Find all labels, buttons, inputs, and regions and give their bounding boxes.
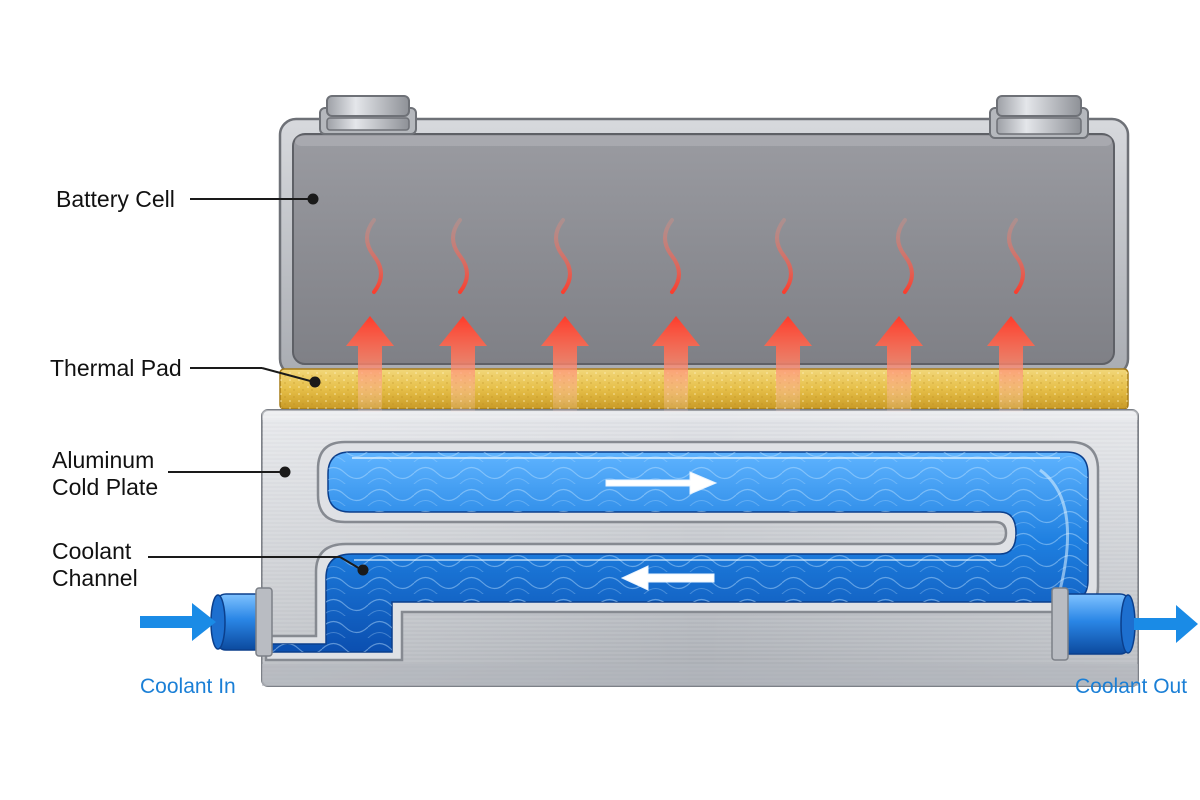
terminal-left [319,95,417,135]
label-cold-plate-line1: Aluminum [52,447,155,473]
flow-arrow-right [605,471,718,495]
thermal-pad [279,368,1129,410]
coolant-in-arrow [140,603,216,641]
label-battery-cell: Battery Cell [56,186,175,212]
outlet-pipe [1051,587,1136,661]
heat-arrow [764,218,812,412]
coolant-channel [264,440,1100,662]
label-cold-plate-line2: Cold Plate [52,474,159,500]
label-cold-plate: Aluminum Cold Plate [52,447,192,501]
leader-lines [148,193,369,576]
heat-arrow [439,218,487,412]
flow-arrow-left [620,565,715,591]
heat-arrow [346,218,394,412]
battery-cell [278,95,1130,377]
heat-arrow [541,218,589,412]
heat-arrow [987,218,1035,412]
terminal-right [989,95,1089,139]
heat-flow [346,218,1035,412]
coolant-out-arrow [1134,605,1198,643]
label-thermal-pad: Thermal Pad [50,355,182,381]
battery-top-lip [295,136,1112,146]
inlet-pipe [210,587,273,657]
label-coolant-channel-line2: Channel [52,565,138,591]
heat-arrow [875,218,923,412]
battery-body [292,133,1115,365]
label-coolant-channel: Coolant Channel [52,538,192,592]
label-coolant-channel-line1: Coolant [52,538,132,564]
label-coolant-in: Coolant In [140,675,236,698]
label-coolant-out: Coolant Out [1075,675,1188,698]
heat-arrow [652,218,700,412]
